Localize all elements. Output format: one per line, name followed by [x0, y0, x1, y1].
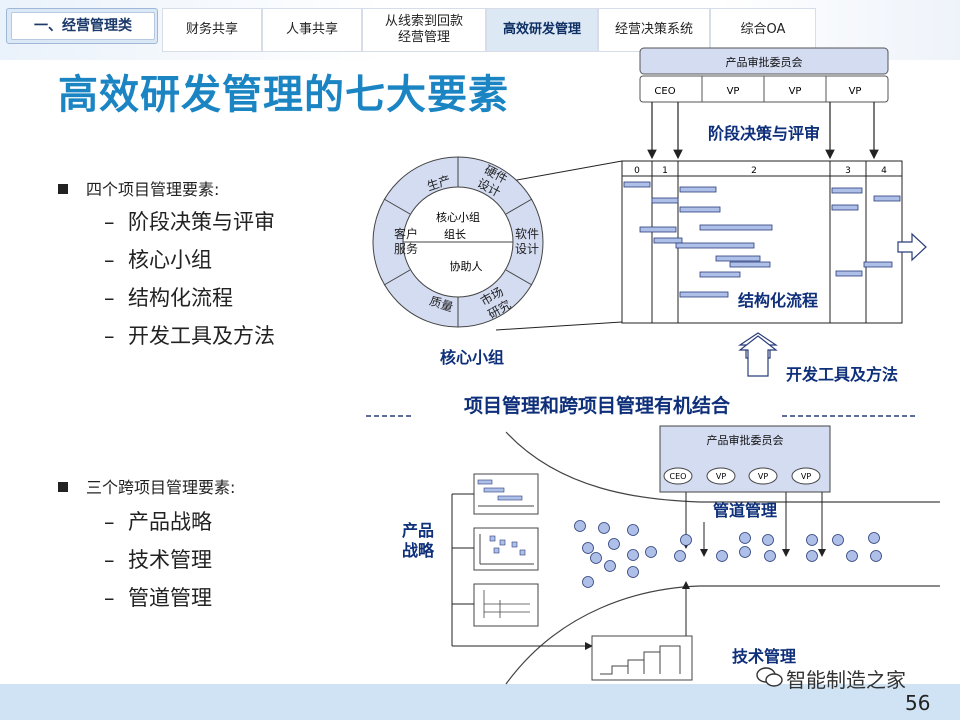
- wechat-icon: [756, 667, 783, 687]
- tab-label: 从线索到回款 经营管理: [384, 14, 463, 45]
- list-item-text: 阶段决策与评审: [128, 210, 275, 234]
- tab-label: 高效研发管理: [502, 22, 581, 37]
- tab-label: 人事共享: [285, 22, 338, 37]
- label-line: 战略: [402, 541, 435, 560]
- structured-process-label: 结构化流程: [737, 291, 818, 310]
- list-item-text: 开发工具及方法: [128, 324, 275, 348]
- committee-label: 产品审批委员会: [707, 433, 784, 447]
- process-grid: 0 1 2 3 4 结构化流程: [621, 160, 903, 324]
- label-line: 服务: [394, 241, 418, 256]
- member-vp: VP: [716, 472, 726, 481]
- segment-software: 软件设计: [515, 227, 539, 256]
- strategy-text: 产品: [402, 521, 434, 540]
- member-vp: VP: [849, 86, 862, 97]
- tab-rd-management[interactable]: 高效研发管理: [486, 8, 598, 52]
- dev-tools-label: 开发工具及方法: [786, 365, 898, 384]
- segment-text: 客户: [394, 226, 418, 241]
- team-leader-label: 组长: [444, 227, 466, 241]
- bullet-square-icon: [58, 482, 68, 492]
- tab-finance-sharing[interactable]: 财务共享: [162, 8, 262, 52]
- top-committee: 产品审批委员会 CEO VP VP VP: [639, 47, 889, 103]
- right-arrow-icon: [897, 232, 927, 262]
- tech-management-label: 技术管理: [732, 647, 796, 666]
- gantt-bars: [623, 181, 901, 298]
- strategy-charts: [473, 473, 539, 627]
- list-item-text: 产品战略: [128, 510, 212, 534]
- section-tag[interactable]: 一、经营管理类: [6, 8, 158, 44]
- list-item-text: 核心小组: [128, 248, 212, 272]
- decision-review-label: 阶段决策与评审: [708, 124, 820, 143]
- list-item: –阶段决策与评审: [104, 210, 275, 234]
- footer-bar: [0, 684, 960, 720]
- member-vp: VP: [758, 472, 768, 481]
- watermark-text: 智能制造之家: [786, 668, 906, 692]
- tech-management-chart: [591, 635, 693, 681]
- core-team-center-label: 核心小组: [436, 210, 480, 224]
- tab-lead-to-cash[interactable]: 从线索到回款 经营管理: [362, 8, 486, 52]
- segment-text: 软件: [515, 227, 539, 241]
- strategy-connectors: [451, 493, 690, 650]
- pipeline-label: 管道管理: [713, 501, 777, 520]
- decision-arrows: [647, 102, 879, 160]
- label-line: 设计: [515, 242, 539, 256]
- bullet-heading-text: 三个跨项目管理要素:: [86, 478, 236, 497]
- zoom-line: [505, 160, 623, 183]
- zoom-line: [495, 321, 623, 331]
- phase-label: 0: [634, 166, 640, 176]
- tab-decision-system[interactable]: 经营决策系统: [598, 8, 710, 52]
- committee-label: 产品审批委员会: [726, 55, 803, 69]
- tab-label: 经营决策系统: [614, 22, 693, 37]
- member-ceo: CEO: [654, 86, 675, 97]
- member-vp: VP: [789, 86, 802, 97]
- member-vp: VP: [801, 472, 811, 481]
- list-item: –技术管理: [104, 548, 212, 572]
- list-item-text: 管道管理: [128, 586, 212, 610]
- pipeline-bubbles: [574, 520, 882, 588]
- product-strategy-label: 产品战略: [402, 521, 435, 560]
- list-item: –核心小组: [104, 248, 212, 272]
- phase-label: 3: [845, 166, 851, 176]
- pipeline-curve-top: [505, 431, 940, 503]
- section-tag-label: 一、经营管理类: [11, 12, 155, 40]
- integration-label: 项目管理和跨项目管理有机结合: [464, 394, 731, 417]
- page-number: 56: [905, 691, 931, 715]
- member-ceo: CEO: [670, 472, 687, 481]
- tab-label: 综合OA: [740, 22, 786, 37]
- facilitator-label: 协助人: [450, 259, 483, 273]
- tab-hr-sharing[interactable]: 人事共享: [262, 8, 362, 52]
- bottom-committee: 产品审批委员会 CEO VP VP VP: [659, 425, 831, 493]
- list-item: –开发工具及方法: [104, 324, 275, 348]
- page-title: 高效研发管理的七大要素: [58, 72, 509, 118]
- member-vp: VP: [727, 86, 740, 97]
- core-team-caption: 核心小组: [440, 348, 504, 367]
- tab-oa[interactable]: 综合OA: [710, 8, 816, 52]
- up-arrow-body-icon: [738, 335, 778, 377]
- bullet-square-icon: [58, 184, 68, 194]
- segment-customer-service: 客户服务: [394, 226, 418, 256]
- bullet-heading-project: 四个项目管理要素:: [58, 176, 219, 200]
- list-item-text: 结构化流程: [128, 286, 233, 310]
- list-item: –产品战略: [104, 510, 212, 534]
- bullet-heading-text: 四个项目管理要素:: [86, 180, 220, 199]
- list-item-text: 技术管理: [128, 548, 212, 572]
- phase-label: 2: [751, 166, 757, 176]
- phase-label: 1: [662, 166, 668, 176]
- list-item: –结构化流程: [104, 286, 233, 310]
- list-item: –管道管理: [104, 586, 212, 610]
- phase-label: 4: [881, 166, 887, 176]
- tab-label: 财务共享: [185, 22, 238, 37]
- bullet-heading-cross-project: 三个跨项目管理要素:: [58, 474, 235, 498]
- core-team-circle: 核心小组 组长 协助人 生产 硬件设计 软件设计 市场研究 质量 客户服务: [372, 156, 544, 328]
